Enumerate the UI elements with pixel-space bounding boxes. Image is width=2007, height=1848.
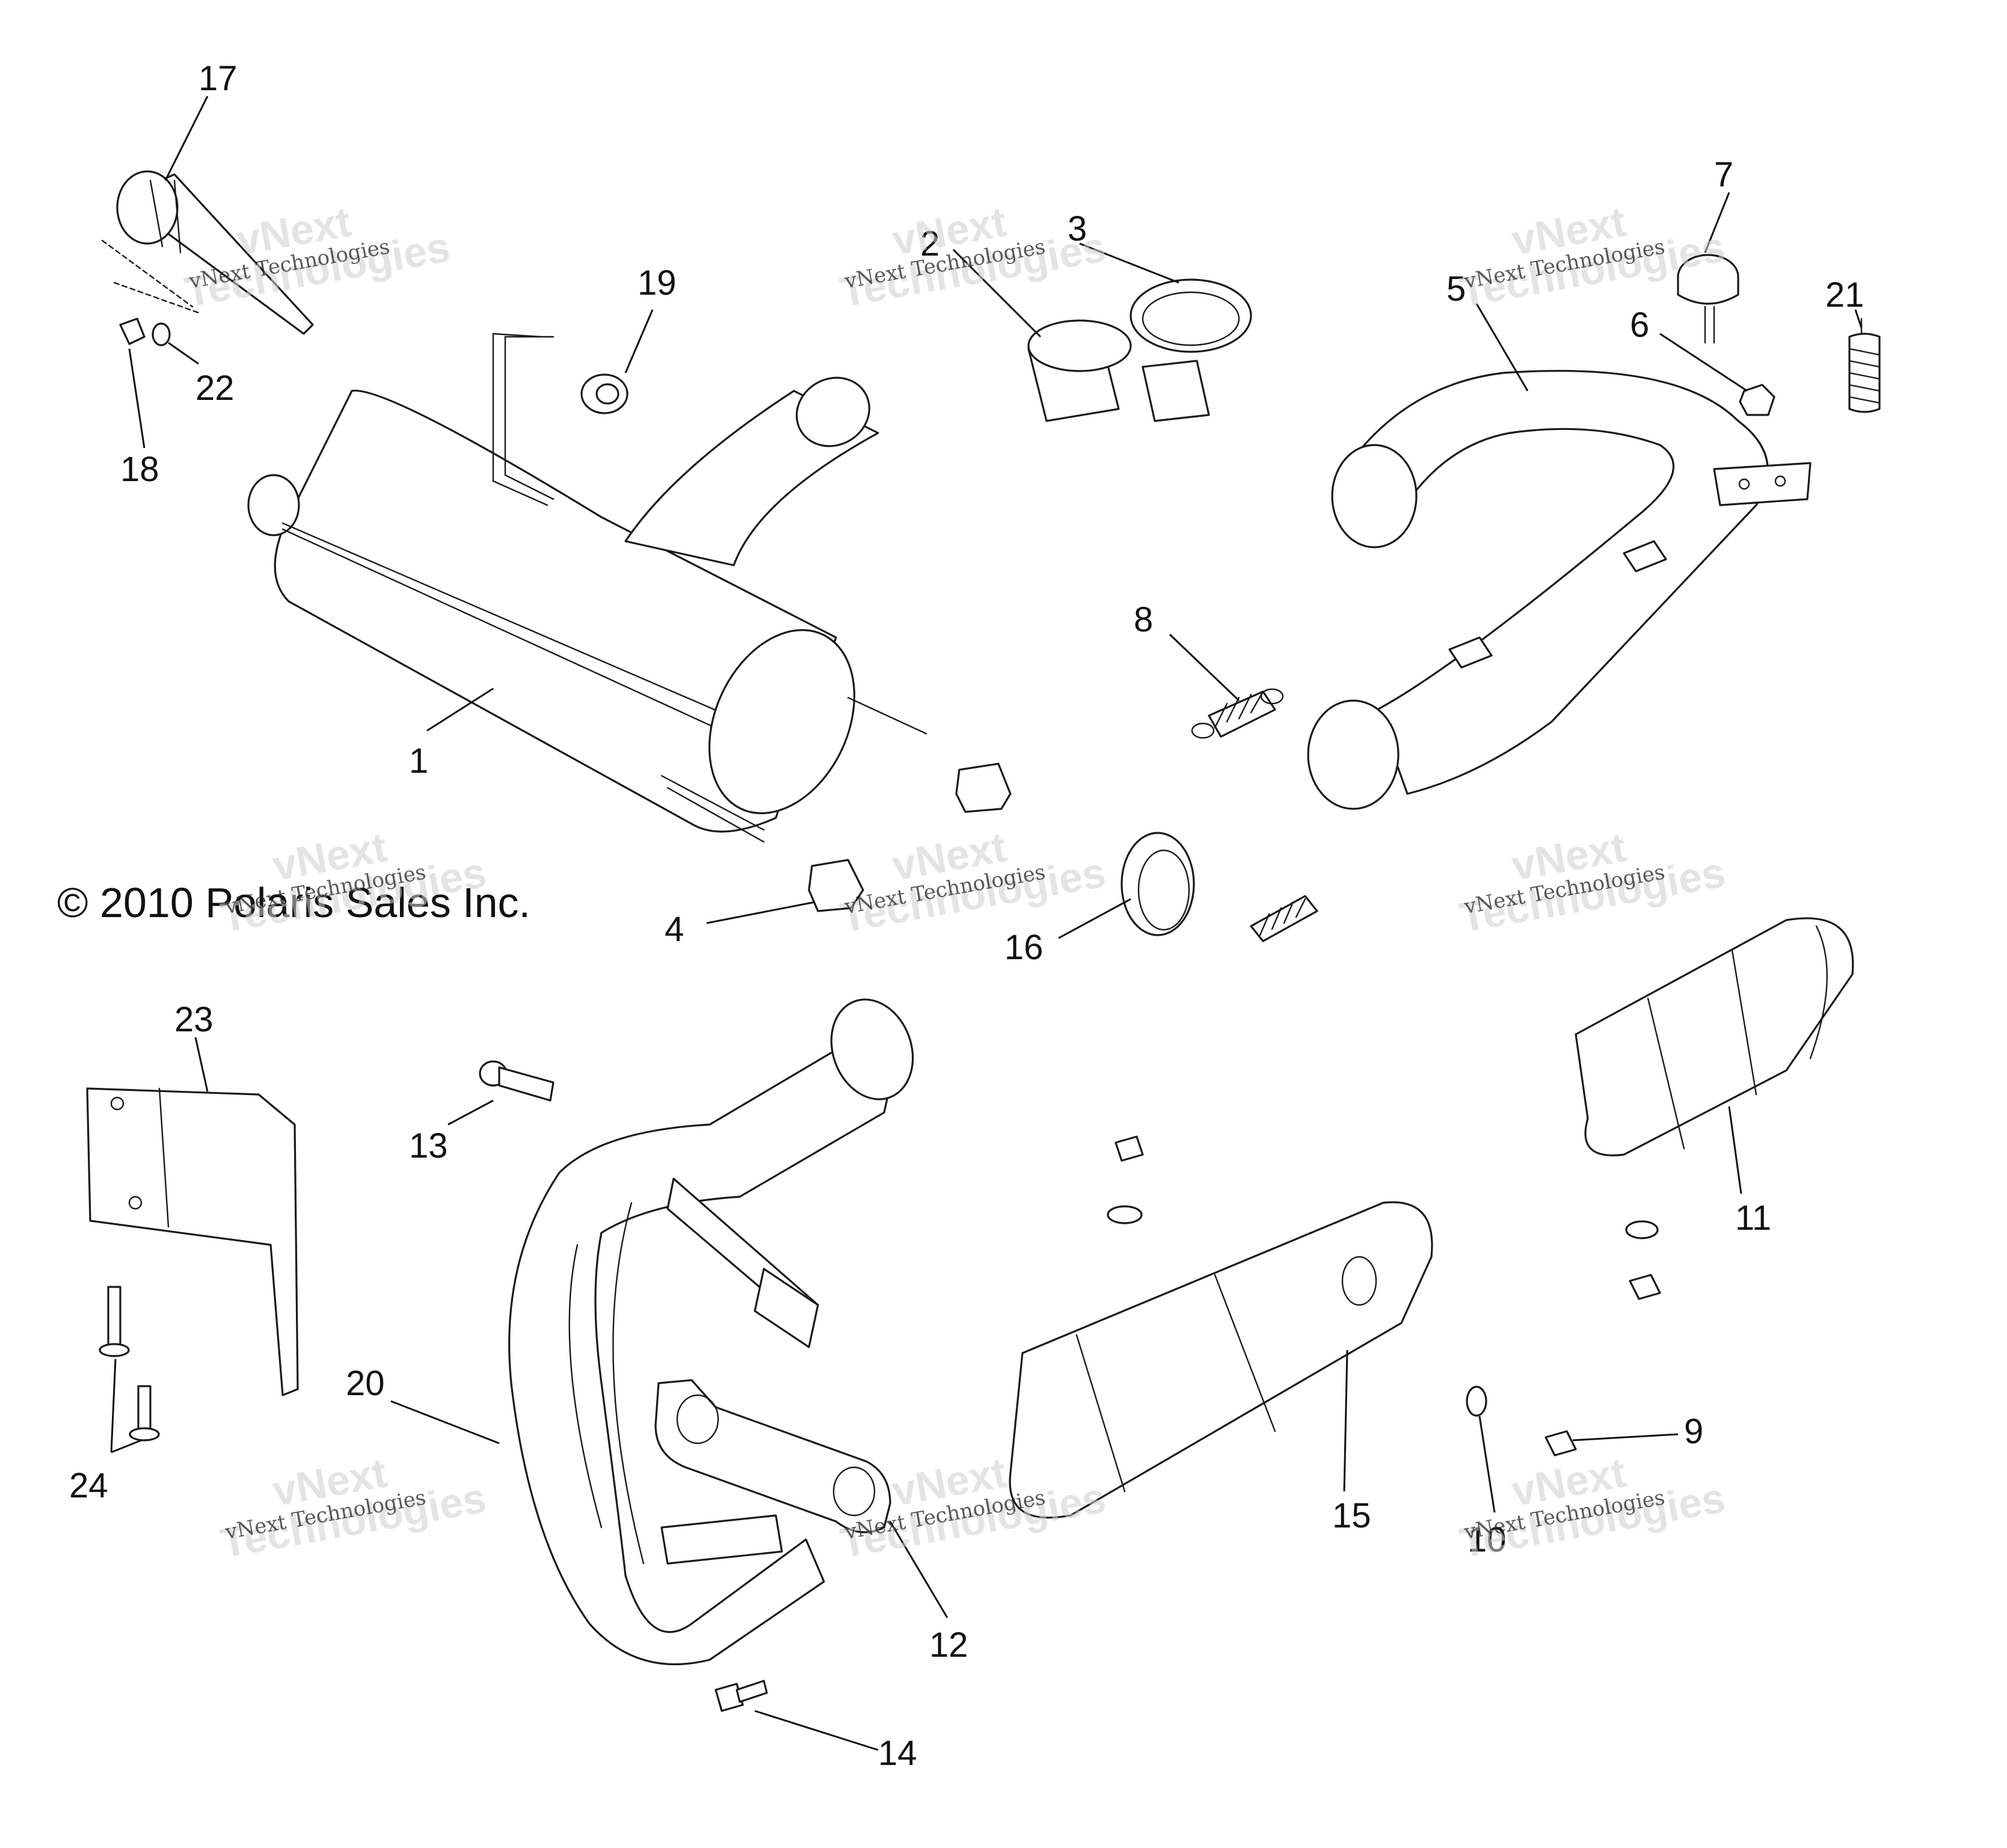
watermark: vNext Technologies vNext Technologies	[1456, 823, 1729, 941]
bolt	[1114, 1135, 1144, 1162]
callout-23: 23	[174, 1000, 214, 1039]
leader-lines	[110, 96, 1863, 1751]
washer	[1107, 1205, 1143, 1224]
bolt	[1629, 1274, 1661, 1300]
callout-16: 16	[1004, 928, 1043, 967]
part-17-spark-arrestor	[101, 170, 314, 335]
callout-19: 19	[638, 263, 677, 302]
callout-7: 7	[1714, 155, 1733, 194]
callout-14: 14	[878, 1734, 917, 1773]
callout-11: 11	[1735, 1199, 1771, 1238]
part-1-muffler	[247, 333, 927, 843]
part-5-u-pipe	[1307, 370, 1812, 810]
part-21-spring	[1848, 318, 1881, 413]
part-19-grommet	[580, 373, 629, 414]
callout-15: 15	[1332, 1496, 1371, 1535]
part-15-heat-shield	[1009, 1201, 1433, 1519]
callout-22: 22	[195, 369, 235, 408]
part-16-gasket	[1120, 832, 1195, 936]
callout-13: 13	[409, 1126, 448, 1165]
callout-17: 17	[198, 59, 238, 98]
part-4-grommets	[808, 763, 1012, 912]
callout-12: 12	[929, 1625, 968, 1665]
part-13-bolt	[479, 1060, 555, 1102]
callout-1: 1	[409, 741, 428, 781]
part-10-washer	[1466, 1386, 1487, 1417]
part-24-pins	[99, 1286, 160, 1441]
callout-18: 18	[120, 450, 159, 489]
callout-4: 4	[665, 910, 684, 949]
washer	[1625, 1220, 1659, 1239]
watermark: vNext Technologies vNext Technologies	[837, 198, 1109, 316]
part-22-washer	[152, 322, 171, 346]
part-9-bolt	[1544, 1430, 1577, 1457]
callout-21: 21	[1825, 275, 1864, 315]
part-11-heat-shield	[1575, 917, 1854, 1156]
part-8-spring	[1191, 688, 1284, 739]
callout-5: 5	[1446, 269, 1466, 309]
callout-9: 9	[1684, 1412, 1703, 1451]
part-20-header-pipe	[508, 998, 914, 1666]
watermark: vNext Technologies vNext Technologies	[837, 823, 1109, 941]
callout-10: 10	[1468, 1520, 1507, 1559]
callout-numbers: 17 22 18 19 2 3 5 6 7 21 8 1 4 16 23 13 …	[69, 59, 1864, 1773]
exhaust-spring	[1250, 895, 1318, 942]
part-2-sleeve	[1027, 319, 1132, 422]
watermark: vNext Technologies vNext Technologies	[217, 1449, 490, 1567]
callout-3: 3	[1068, 209, 1087, 248]
part-7-cap	[1677, 254, 1739, 344]
callout-8: 8	[1134, 600, 1153, 639]
part-3-clamp	[1130, 278, 1252, 422]
part-12-gasket	[654, 1379, 891, 1533]
part-14-bolt	[715, 1680, 768, 1712]
part-6-nut	[1739, 384, 1775, 416]
callout-24: 24	[69, 1466, 108, 1505]
watermark: vNext Technologies vNext Technologies	[1456, 1449, 1729, 1567]
part-23-bracket	[86, 1087, 299, 1396]
callout-20: 20	[346, 1364, 385, 1403]
part-18-bolt	[119, 318, 146, 345]
callout-6: 6	[1630, 305, 1649, 345]
callout-2: 2	[920, 224, 939, 263]
copyright-notice: © 2010 Polaris Sales Inc.	[57, 879, 530, 926]
